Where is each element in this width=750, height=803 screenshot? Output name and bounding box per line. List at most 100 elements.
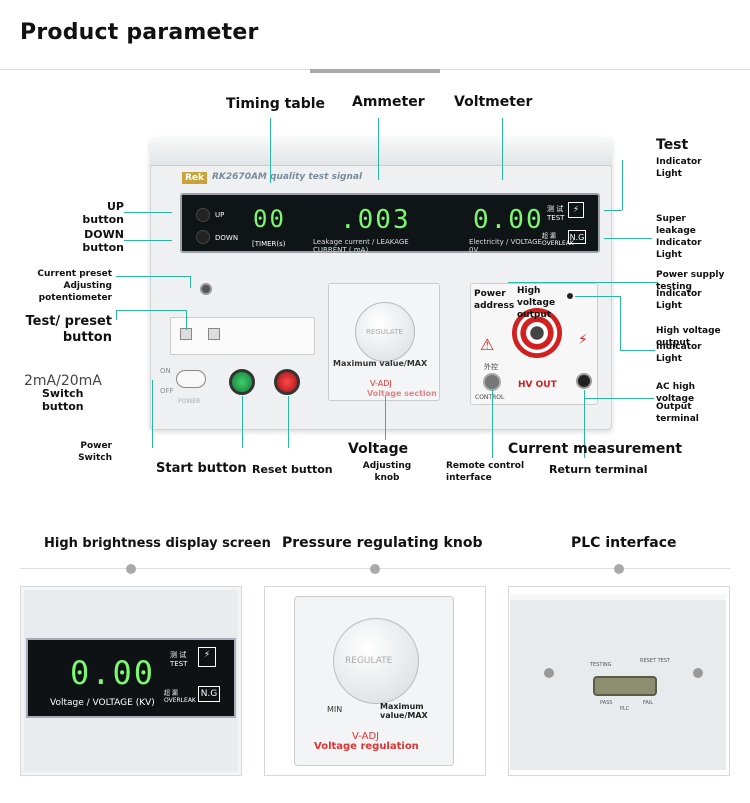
leader-line	[116, 276, 190, 277]
hv-out-label: HV OUT	[518, 380, 557, 390]
power-switch[interactable]	[176, 370, 206, 388]
knob-regulate-label: REGULATE	[366, 328, 403, 336]
down-button[interactable]	[196, 230, 210, 244]
timer-label: [TIMER(s)	[252, 240, 286, 248]
panel2-min-label: MIN	[327, 705, 343, 714]
reset-button[interactable]	[274, 369, 300, 395]
header-divider	[310, 69, 440, 73]
leader-line	[385, 396, 386, 440]
leader-line	[492, 390, 493, 458]
panel1-overleak-label: 超 漏 OVERLEAK	[164, 690, 196, 704]
annot-range: 2mA/20mA	[24, 373, 102, 389]
panel2-knob	[333, 618, 419, 704]
range-switch-button[interactable]	[208, 328, 220, 340]
panel3-reset-test: RESET TEST	[640, 658, 671, 664]
brand-logo: Rek	[182, 172, 208, 184]
annot-ammeter: Ammeter	[352, 94, 425, 110]
power-text: POWER	[178, 398, 201, 405]
leader-line	[124, 240, 172, 241]
leader-line	[152, 380, 153, 448]
annot-power-address: Power address	[474, 289, 515, 311]
panel2-vadj: V-ADJ	[352, 731, 380, 742]
annot-output-terminal: Output terminal	[656, 402, 699, 424]
up-button[interactable]	[196, 208, 210, 222]
on-label: ON	[160, 367, 171, 375]
timer-value: 00	[253, 205, 286, 233]
leader-line	[502, 118, 503, 180]
model-label: RK2670AM quality test signal	[212, 172, 363, 182]
remote-control-interface[interactable]	[483, 373, 501, 391]
annot-test: Test	[656, 137, 689, 153]
lightning-icon: ⚡	[578, 332, 588, 348]
leader-line	[378, 118, 379, 180]
start-button[interactable]	[229, 369, 255, 395]
panel3-fail: FAIL	[643, 700, 654, 706]
off-label: OFF	[160, 387, 174, 395]
panel3-plc: PLC	[620, 706, 630, 712]
panel1-screen	[26, 638, 236, 718]
annot-down-button: DOWN button	[82, 228, 124, 254]
annot-return-terminal: Return terminal	[549, 463, 648, 476]
section-title-plc: PLC interface	[571, 535, 677, 551]
return-terminal[interactable]	[576, 373, 592, 389]
annot-adjusting-knob: Adjusting knob	[362, 461, 412, 483]
test-label: 测 试 TEST	[547, 205, 565, 222]
annot-power-supply: Power supply testing	[656, 270, 725, 292]
leader-line	[620, 350, 655, 351]
voltage-value: 0.00	[473, 205, 544, 235]
annot-power-switch: Power Switch	[78, 441, 112, 463]
annot-current-preset: Current preset Adjusting potentiometer	[37, 269, 112, 303]
leader-line	[508, 282, 658, 283]
panel1-voltage-label: Voltage / VOLTAGE (KV)	[50, 698, 155, 708]
leader-line	[604, 238, 652, 239]
leader-line	[124, 212, 172, 213]
leader-line	[584, 390, 585, 458]
leader-line	[190, 276, 191, 288]
annot-high-voltage-output: High voltage output	[517, 286, 556, 320]
leader-line	[116, 310, 186, 311]
annot-voltmeter: Voltmeter	[454, 94, 533, 110]
leader-line	[288, 396, 289, 448]
screw-icon	[693, 668, 703, 678]
up-label: UP	[215, 211, 225, 219]
panel2-voltage-regulation: Voltage regulation	[314, 741, 419, 752]
control-label: CONTROL	[475, 394, 505, 401]
knob-voltage-section-label: Voltage section	[367, 389, 437, 398]
current-preset-potentiometer[interactable]	[200, 283, 212, 295]
leader-line	[604, 210, 622, 211]
panel1-test-label: 测 试 TEST	[170, 651, 188, 668]
hv-output-terminal[interactable]	[512, 308, 562, 358]
plc-connector[interactable]	[593, 676, 657, 696]
panel1-ng-indicator: N.G	[198, 686, 220, 702]
annot-current-measurement: Current measurement	[508, 441, 683, 457]
annot-test-preset: Test/ preset button	[25, 314, 113, 345]
voltage-knob[interactable]	[355, 302, 415, 362]
leader-line	[270, 118, 271, 183]
panel3-device-back	[510, 594, 726, 770]
control-cn-label: 外控	[484, 363, 498, 371]
leader-line	[575, 296, 620, 297]
leader-line	[620, 296, 621, 350]
panel2-regulate-label: REGULATE	[345, 656, 393, 666]
current-value: .003	[340, 205, 411, 235]
electricity-label: Electricity / VOLTAGE 0V	[469, 238, 542, 254]
annot-start-button: Start button	[156, 461, 247, 476]
leader-line	[186, 310, 187, 330]
panel3-testing: TESTING	[590, 662, 612, 668]
annot-voltage: Voltage	[348, 441, 409, 457]
section-title-knob: Pressure regulating knob	[282, 535, 483, 551]
leader-line	[242, 396, 243, 448]
panel2-max-label: Maximum value/MAX	[380, 702, 428, 720]
page-title: Product parameter	[20, 20, 259, 45]
leakage-label: Leakage current / LEAKAGE CURRENT ( mA)	[313, 238, 409, 254]
down-label: DOWN	[215, 234, 239, 242]
display-screen	[180, 193, 600, 253]
annot-high-voltage-output-r: High voltage output	[656, 326, 721, 348]
power-supply-indicator	[567, 293, 573, 299]
annot-switch-button: Switch button	[42, 387, 84, 413]
annot-up-button: UP button	[82, 200, 124, 226]
panel1-test-icon: ⚡	[198, 647, 216, 667]
panel3-pass: PASS	[600, 700, 613, 706]
section-title-display: High brightness display screen	[44, 536, 271, 551]
section-marker	[126, 564, 136, 574]
